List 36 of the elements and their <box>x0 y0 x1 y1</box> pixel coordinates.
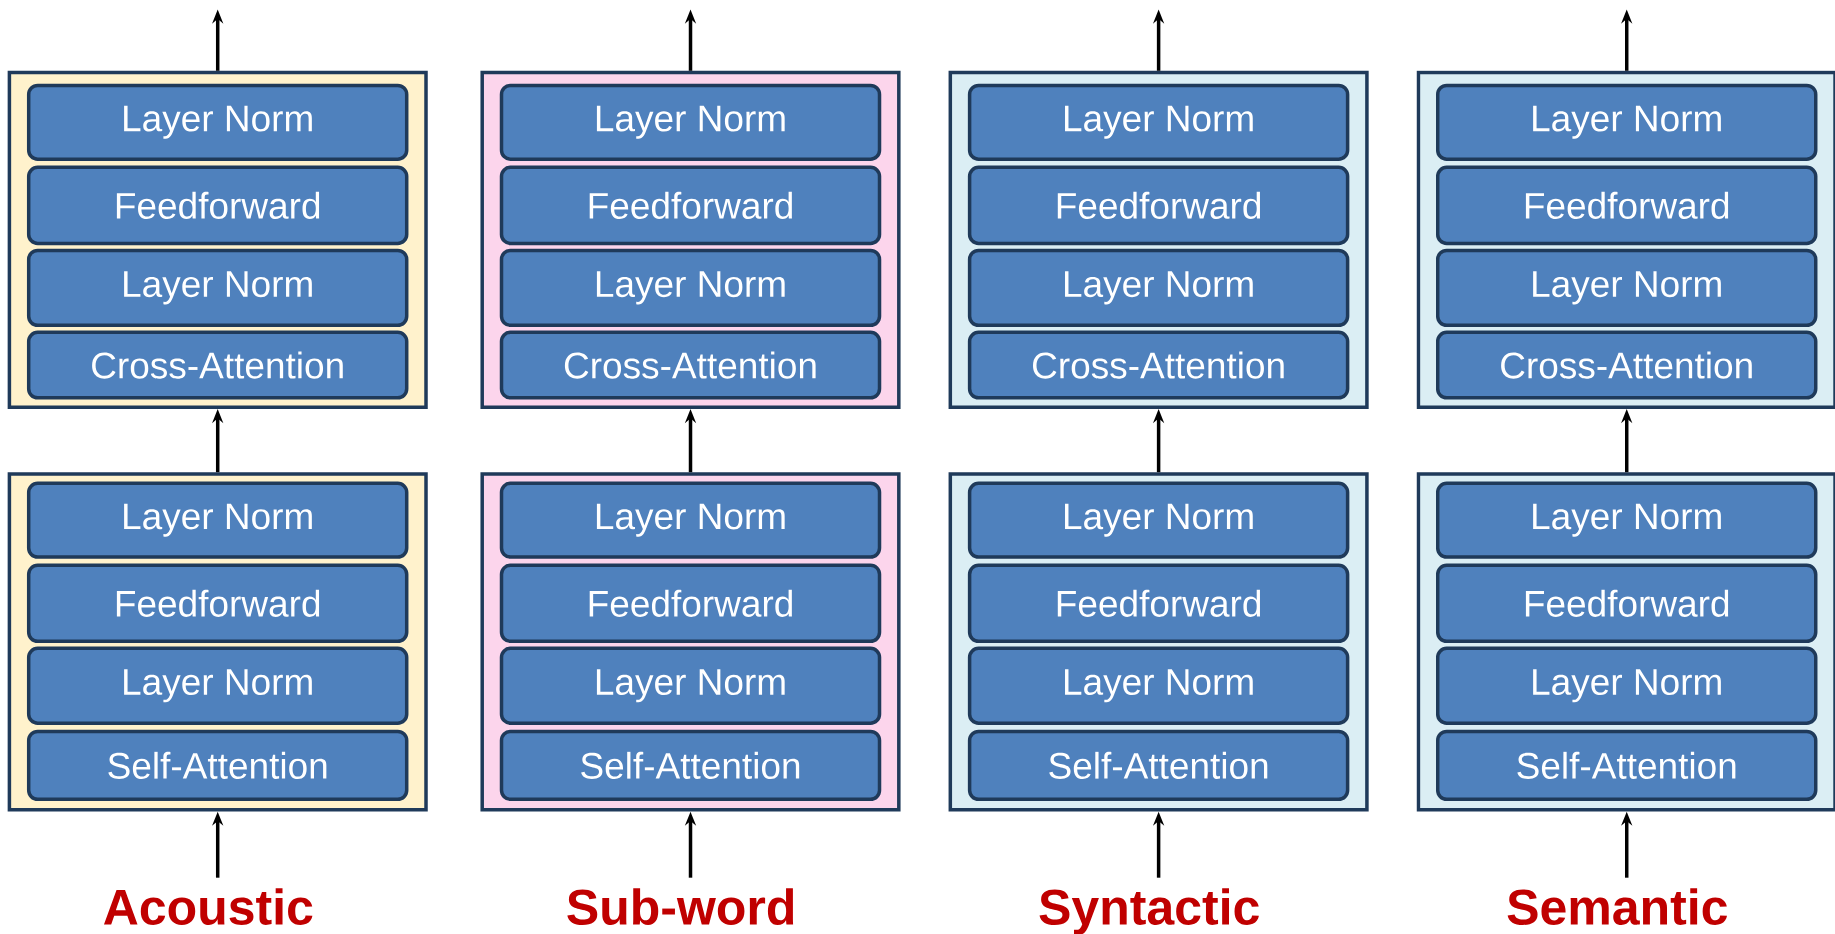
layer-label: Sub-word <box>567 888 794 925</box>
layer-label: Acoustic <box>103 888 313 925</box>
layer-box: Layer Norm <box>499 83 882 161</box>
layer-box: Feedforward <box>499 165 882 246</box>
layer-box: Layer Norm <box>26 83 409 161</box>
layer-box: Layer Norm <box>1435 481 1818 559</box>
layer-box: Feedforward <box>26 165 409 246</box>
layer-box: Self-Attention <box>26 729 409 802</box>
layer-box: Cross-Attention <box>499 330 882 400</box>
layer-box: Layer Norm <box>967 83 1350 161</box>
layer-box: Self-Attention <box>1435 729 1818 802</box>
layer-box: Feedforward <box>499 563 882 644</box>
layer-box: Layer Norm <box>26 248 409 328</box>
layer-box: Layer Norm <box>499 646 882 725</box>
layer-box: Layer Norm <box>1435 646 1818 725</box>
layer-box: Cross-Attention <box>967 330 1350 400</box>
layer-label: Syntactic <box>1039 888 1259 934</box>
layer-box: Layer Norm <box>967 248 1350 328</box>
layer-box: Feedforward <box>967 563 1350 644</box>
layer-box: Self-Attention <box>967 729 1350 802</box>
layer-box: Layer Norm <box>1435 248 1818 328</box>
layer-box: Layer Norm <box>499 481 882 559</box>
layer-box: Layer Norm <box>499 248 882 328</box>
layer-box: Feedforward <box>26 563 409 644</box>
layer-box: Layer Norm <box>26 481 409 559</box>
layer-box: Layer Norm <box>967 646 1350 725</box>
layer-label: Semantic <box>1507 888 1727 925</box>
layer-box: Cross-Attention <box>26 330 409 400</box>
layer-box: Cross-Attention <box>1435 330 1818 400</box>
layer-box: Layer Norm <box>1435 83 1818 161</box>
layer-box: Feedforward <box>1435 165 1818 246</box>
layer-box: Layer Norm <box>967 481 1350 559</box>
layer-box: Feedforward <box>967 165 1350 246</box>
layer-box: Self-Attention <box>499 729 882 802</box>
layer-box: Feedforward <box>1435 563 1818 644</box>
layer-box: Layer Norm <box>26 646 409 725</box>
